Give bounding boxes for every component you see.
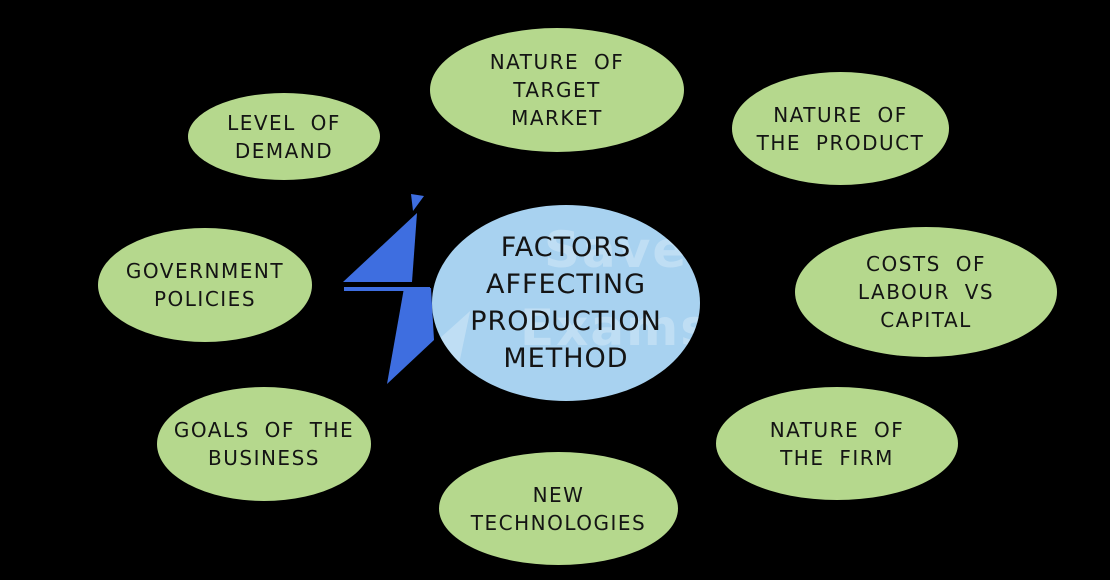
factor-node-new-technologies: NEW TECHNOLOGIES (439, 452, 678, 565)
factor-label-goals-of-the-business: GOALS OF THE BUSINESS (173, 418, 355, 470)
factor-label-nature-of-the-firm: NATURE OF THE FIRM (769, 417, 905, 470)
factor-node-goals-of-the-business: GOALS OF THE BUSINESS (157, 387, 371, 501)
factor-label-nature-of-target-market: NATURE OF TARGET MARKET (489, 50, 625, 130)
factor-label-new-technologies: NEW TECHNOLOGIES (470, 482, 647, 535)
factor-node-government-policies: GOVERNMENT POLICIES (98, 228, 312, 342)
factor-node-nature-of-target-market: NATURE OF TARGET MARKET (430, 28, 684, 152)
factor-node-nature-of-the-firm: NATURE OF THE FIRM (716, 387, 958, 500)
bolt-tip-triangle (411, 194, 424, 211)
bolt-underline-stroke (344, 287, 430, 291)
factor-label-level-of-demand: LEVEL OF DEMAND (227, 110, 341, 163)
factor-label-nature-of-the-product: NATURE OF THE PRODUCT (756, 102, 925, 155)
factor-node-nature-of-the-product: NATURE OF THE PRODUCT (732, 72, 949, 185)
factor-node-level-of-demand: LEVEL OF DEMAND (188, 93, 380, 180)
watermark-text-exams: Exams (520, 299, 700, 357)
bolt-upper-triangle (343, 213, 417, 282)
factor-node-costs-of-labour-vs-capital: COSTS OF LABOUR VS CAPITAL (795, 227, 1057, 357)
watermark-bolt-icon (432, 311, 471, 375)
bolt-lower-triangle (387, 288, 434, 384)
factor-label-costs-of-labour-vs-capital: COSTS OF LABOUR VS CAPITAL (857, 252, 995, 332)
center-node-factors-affecting-production-method: Save Exams FACTORS AFFECTING PRODUCTION … (432, 205, 700, 401)
watermark-text-save: Save (544, 221, 689, 279)
factor-label-government-policies: GOVERNMENT POLICIES (125, 259, 285, 311)
center-node-label: FACTORS AFFECTING PRODUCTION METHOD (470, 231, 662, 375)
